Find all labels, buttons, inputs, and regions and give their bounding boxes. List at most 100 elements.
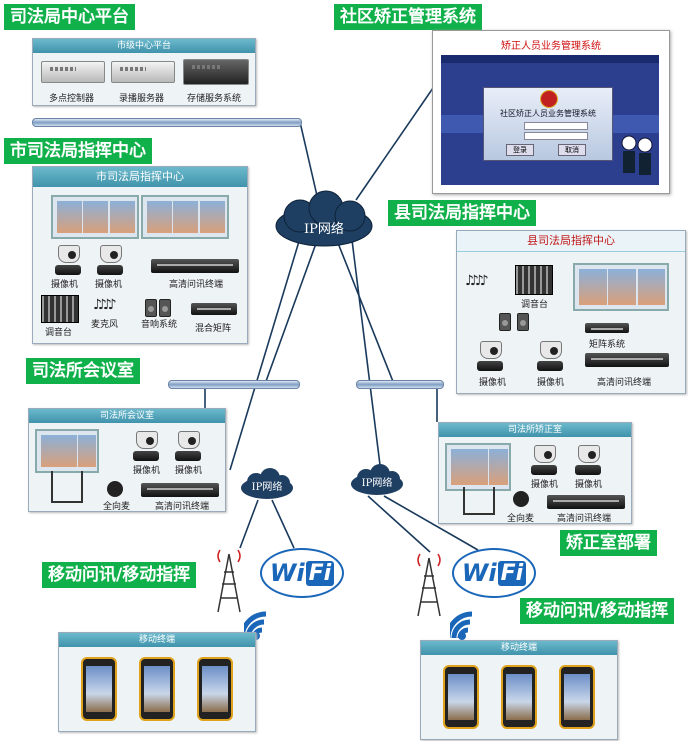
city-cam2-caption: 摄像机 — [95, 280, 123, 290]
correction-mic-caption: 全向麦 — [507, 514, 535, 524]
city-command-panel: 市司法局指挥中心 摄像机 摄像机 高清问讯终端 ♪♪♪♪ 调音台 麦克风 音响系… — [32, 166, 248, 344]
city-mic-icon: ♪♪♪♪ — [93, 297, 117, 313]
record-server-icon — [111, 61, 175, 83]
county-speaker-icon-2 — [517, 313, 529, 331]
meeting-camera-2-icon — [175, 431, 201, 461]
county-screen — [573, 263, 669, 311]
display-stand-icon — [51, 471, 83, 503]
county-mixer-caption: 调音台 — [521, 300, 549, 310]
correction-screen — [445, 443, 511, 491]
city-speaker-icon-1 — [145, 299, 157, 317]
meeting-terminal-icon — [141, 483, 219, 497]
label-correction-deploy: 矫正室部署 — [560, 530, 657, 556]
storage-caption: 存储服务系统 — [187, 94, 242, 104]
login-button[interactable]: 登录 — [506, 144, 534, 156]
county-camera-1-icon — [477, 341, 503, 371]
cloud-left-label: IP网络 — [251, 482, 283, 493]
wifi-signal-right-icon — [450, 611, 473, 640]
label-office-meeting: 司法所会议室 — [26, 358, 140, 384]
meeting-cam1-caption: 摄像机 — [133, 466, 161, 476]
mobile-terminal-panel-left: 移动终端 — [58, 632, 256, 732]
city-matrix-caption: 混合矩阵 — [195, 324, 232, 334]
username-input[interactable] — [524, 122, 588, 130]
label-community-system: 社区矫正管理系统 — [334, 4, 482, 30]
app-screen: 社区矫正人员业务管理系统 登录 取消 — [441, 55, 659, 185]
ip-network-cloud-left: IP网络 — [238, 466, 296, 502]
meeting-camera-1-icon — [133, 431, 159, 461]
meeting-screen — [35, 429, 99, 473]
phone-icon — [139, 657, 175, 721]
city-mixer-icon — [41, 295, 79, 323]
password-input[interactable] — [524, 132, 588, 140]
mobile-left-header: 移动终端 — [59, 633, 255, 647]
meeting-mic-caption: 全向麦 — [103, 502, 131, 512]
city-speaker-icon-2 — [159, 299, 171, 317]
ip-network-cloud-main: IP网络 — [270, 190, 378, 252]
mcu-server-icon — [41, 61, 105, 83]
meeting-network-bus — [168, 380, 300, 389]
phone-icon — [443, 665, 479, 729]
correction-network-bus — [356, 380, 444, 389]
cell-tower-right-icon — [414, 548, 444, 618]
correction-cam2-caption: 摄像机 — [575, 480, 603, 490]
cloud-right-label: IP网络 — [361, 478, 393, 489]
correction-stand-icon — [463, 487, 495, 515]
label-county-command: 县司法局指挥中心 — [388, 200, 536, 226]
correction-terminal-caption: 高清问讯终端 — [557, 514, 612, 524]
ip-network-cloud-right: IP网络 — [348, 462, 406, 498]
county-cam1-caption: 摄像机 — [479, 378, 507, 388]
login-title: 社区矫正人员业务管理系统 — [500, 109, 596, 118]
city-command-header: 市司法局指挥中心 — [33, 167, 247, 187]
phone-icon — [81, 657, 117, 721]
community-system-window: 矫正人员业务管理系统 社区矫正人员业务管理系统 登录 取消 — [432, 30, 670, 194]
correction-camera-1-icon — [531, 445, 557, 475]
meeting-room-header: 司法所会议室 — [29, 409, 225, 423]
city-screen-1 — [51, 195, 139, 239]
city-platform-panel: 市级中心平台 多点控制器 录播服务器 存储服务系统 — [32, 38, 256, 106]
app-window-title: 矫正人员业务管理系统 — [501, 41, 601, 52]
county-mixer-icon — [515, 265, 553, 295]
top-network-bus — [32, 118, 302, 127]
mobile-right-header: 移动终端 — [421, 641, 617, 655]
county-camera-2-icon — [537, 341, 563, 371]
county-speaker-icon-1 — [499, 313, 511, 331]
phone-icon — [559, 665, 595, 729]
city-sound-caption: 音响系统 — [141, 320, 178, 330]
city-mixer-caption: 调音台 — [45, 328, 73, 338]
phone-icon — [197, 657, 233, 721]
mcu-caption: 多点控制器 — [49, 94, 95, 104]
storage-server-icon — [183, 59, 249, 85]
phone-icon — [501, 665, 537, 729]
label-mobile-right: 移动问讯/移动指挥 — [520, 598, 675, 624]
meeting-mic-icon — [107, 481, 123, 497]
county-matrix-caption: 矩阵系统 — [589, 340, 626, 350]
label-mobile-left: 移动问讯/移动指挥 — [42, 562, 197, 588]
record-caption: 录播服务器 — [119, 94, 165, 104]
county-terminal-caption: 高清问讯终端 — [597, 378, 652, 388]
city-mic-caption: 麦克风 — [91, 320, 119, 330]
cancel-button[interactable]: 取消 — [558, 144, 586, 156]
meeting-cam2-caption: 摄像机 — [175, 466, 203, 476]
cloud-main-label: IP网络 — [304, 222, 344, 237]
county-command-panel: 县司法局指挥中心 ♪♪♪♪ 调音台 矩阵系统 摄像机 摄像机 高清问讯终端 — [456, 230, 686, 394]
mobile-terminal-panel-right: 移动终端 — [420, 640, 618, 740]
city-camera-2-icon — [97, 245, 123, 275]
city-matrix-icon — [191, 303, 237, 315]
county-mic-icon: ♪♪♪♪ — [465, 273, 489, 289]
correction-room-panel: 司法所矫正室 摄像机 摄像机 全向麦 高清问讯终端 — [438, 422, 632, 524]
county-terminal-icon — [585, 353, 669, 367]
city-cam1-caption: 摄像机 — [51, 280, 79, 290]
police-figures-icon — [619, 133, 655, 179]
correction-cam1-caption: 摄像机 — [531, 480, 559, 490]
city-screen-2 — [141, 195, 229, 239]
city-camera-1-icon — [55, 245, 81, 275]
label-city-command: 市司法局指挥中心 — [4, 138, 152, 164]
correction-room-header: 司法所矫正室 — [439, 423, 631, 437]
correction-camera-2-icon — [575, 445, 601, 475]
meeting-terminal-caption: 高清问讯终端 — [155, 502, 210, 512]
correction-mic-icon — [513, 491, 529, 507]
county-command-header: 县司法局指挥中心 — [457, 231, 685, 252]
